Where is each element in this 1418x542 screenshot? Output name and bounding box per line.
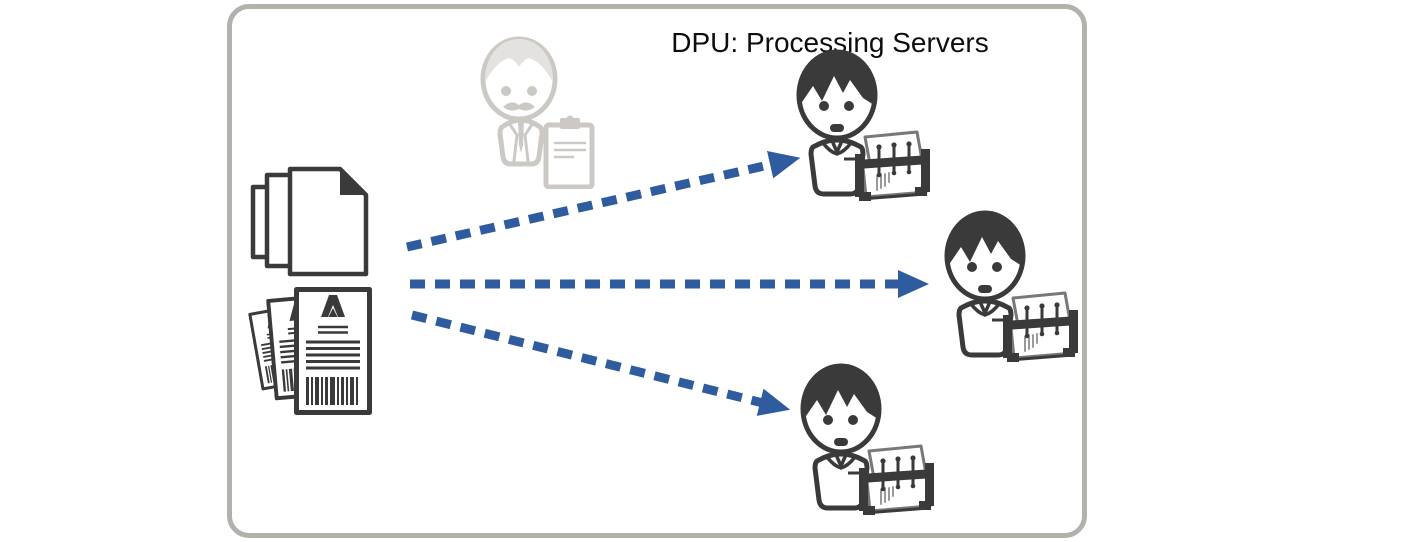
document-stack-icon (250, 166, 369, 277)
person-printer-icon-top (793, 48, 933, 203)
person-clipboard-icon (480, 36, 595, 189)
dashed-arrow-to-bottom-server (410, 310, 791, 416)
clipboard (543, 115, 595, 189)
person-printer-icon-bottom (797, 362, 937, 517)
diagram-frame (227, 4, 1087, 538)
person-printer-icon-middle (941, 209, 1081, 364)
dashed-arrow-to-top-server (406, 151, 801, 252)
barcode-document-stack-icon (248, 282, 380, 427)
